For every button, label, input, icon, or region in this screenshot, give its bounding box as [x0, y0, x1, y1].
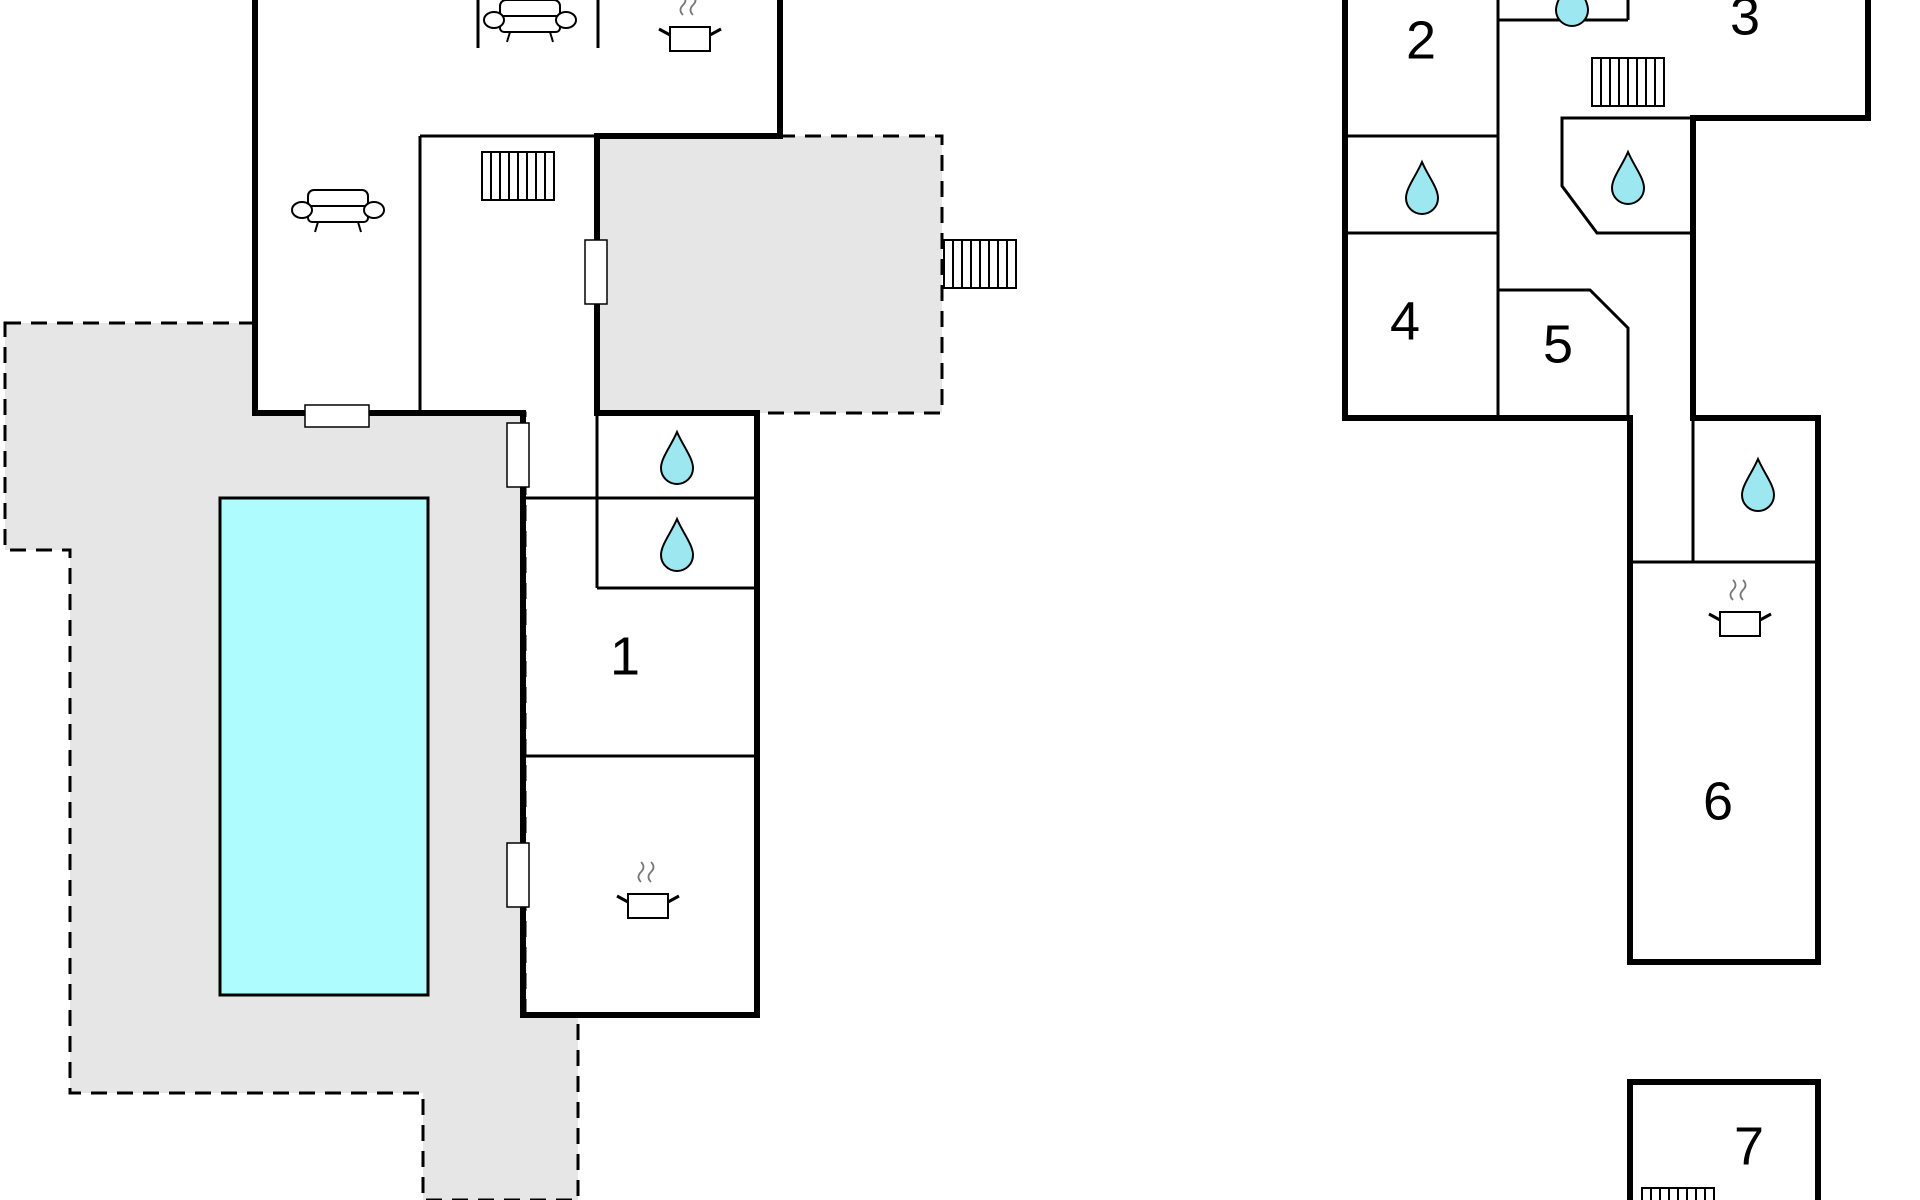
room-number: 2: [1406, 10, 1436, 70]
upper-block-walls: [252, 0, 783, 1018]
side-terrace: [595, 134, 944, 415]
bathroom-drop-icon: [1741, 458, 1775, 512]
swimming-pool: [218, 496, 430, 997]
small-block-walls: [1627, 1079, 1821, 1200]
room-number: 3: [1730, 0, 1760, 46]
right-block-walls: [1342, 0, 1871, 965]
bathroom-drop-icon: [1611, 151, 1645, 205]
door: [506, 842, 530, 908]
stairs-icon: [481, 151, 555, 201]
door: [506, 422, 530, 488]
room-number: 1: [610, 626, 640, 686]
kitchen-pot-icon: [1707, 578, 1773, 638]
stairs-icon: [1591, 57, 1665, 107]
kitchen-pot-icon: [615, 860, 681, 920]
left-building: 1: [3, 0, 1017, 1200]
sofa-icon: [291, 189, 385, 233]
room-number: 4: [1390, 291, 1420, 351]
sofa-icon: [483, 0, 577, 43]
room-number: 5: [1543, 314, 1573, 374]
room-number: 7: [1734, 1116, 1764, 1176]
bathroom-drop-icon: [660, 518, 694, 572]
door: [584, 239, 608, 305]
bathroom-drop-icon: [660, 431, 694, 485]
bathroom-drop-icon: [1405, 161, 1439, 215]
stairs-icon: [943, 239, 1017, 289]
stairs-icon: [1641, 1187, 1715, 1200]
door: [304, 404, 370, 428]
room-number: 6: [1703, 771, 1733, 831]
bathroom-drop-icon: [1555, 0, 1589, 27]
kitchen-pot-icon: [657, 0, 723, 53]
right-building: 2 3 4 5 6 7: [1342, 0, 1871, 1200]
